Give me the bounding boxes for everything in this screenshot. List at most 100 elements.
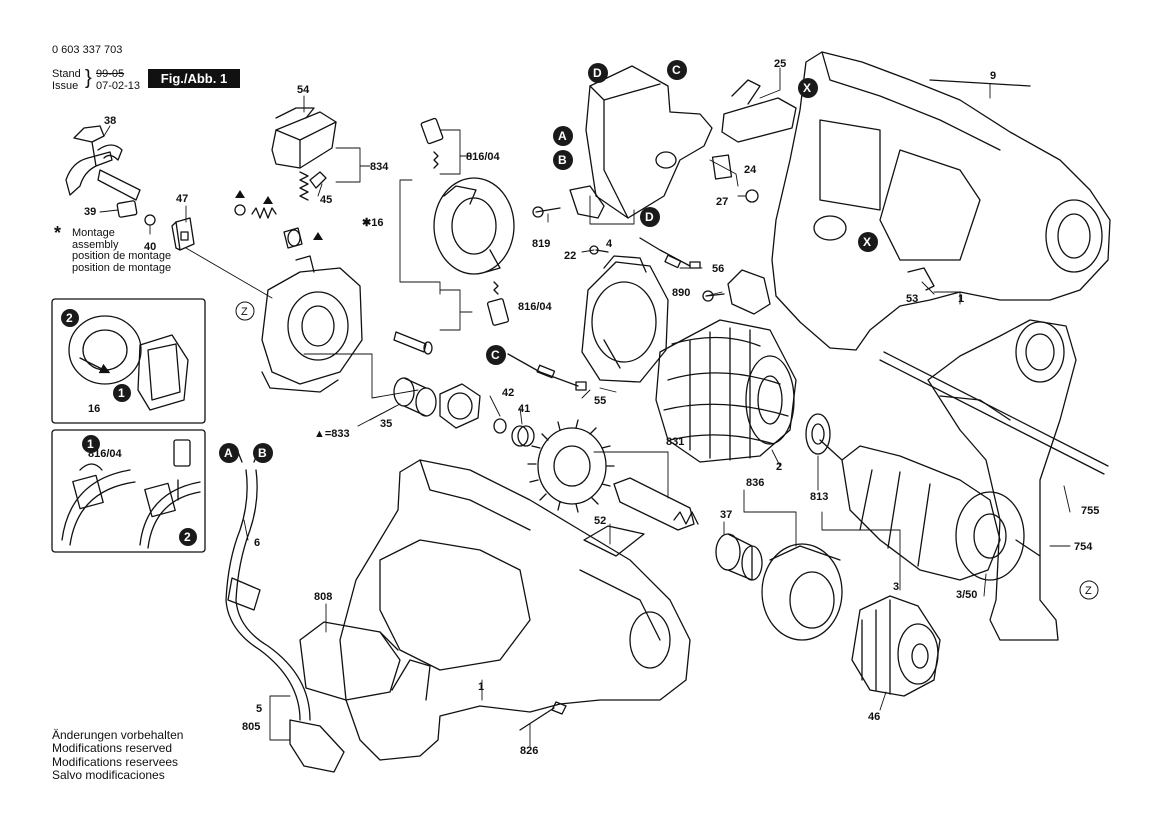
- z-ref-right: Z: [1079, 580, 1099, 600]
- callout-2-inset-bottom: 2: [179, 528, 197, 546]
- label-54: 54: [297, 84, 310, 96]
- gear-41: [527, 419, 615, 513]
- label-826: 826: [520, 745, 538, 757]
- part-number-labels: 38 39 40 47 54 834 45 816/04 ✱16 816/04 …: [84, 58, 1099, 757]
- clip-53: [907, 267, 935, 291]
- label-2: 2: [776, 461, 782, 473]
- label-808: 808: [314, 591, 332, 603]
- bolt-833: [393, 331, 433, 355]
- coupling: [439, 383, 481, 429]
- assembly-note-symbol: *: [54, 223, 62, 243]
- screw-826: [519, 701, 567, 731]
- label-755: 755: [1081, 505, 1099, 517]
- label-3-50: 3/50: [956, 589, 977, 601]
- inset-box-top: [51, 298, 206, 424]
- label-3: 3: [893, 581, 899, 593]
- callout-c-mid: C: [486, 345, 506, 365]
- label-1-bottom: 1: [478, 681, 484, 693]
- cap-54: [271, 107, 337, 169]
- part-27: [711, 154, 733, 180]
- cable-6: [225, 451, 345, 773]
- assembly-note-line: position de montage: [72, 250, 172, 263]
- brush-plate-left: [261, 255, 363, 393]
- svg-text:D: D: [593, 66, 602, 80]
- svg-text:X: X: [803, 81, 811, 95]
- issue-date: 07-02-13: [96, 80, 141, 92]
- brush-holder-16: [433, 177, 515, 275]
- stand-label: Stand: [52, 68, 81, 80]
- spring-41: [511, 425, 535, 447]
- label-831: 831: [666, 436, 684, 448]
- label-16-inset: 16: [88, 403, 100, 415]
- callout-2-inset-top: 2: [61, 309, 79, 327]
- brush-holder-right: [581, 255, 669, 383]
- label-834: 834: [370, 161, 389, 173]
- part-24: [745, 189, 759, 203]
- leader-lines: [99, 67, 1071, 747]
- label-38: 38: [104, 115, 116, 127]
- label-27: 27: [716, 196, 728, 208]
- switch-4: [532, 65, 713, 255]
- label-805: 805: [242, 721, 260, 733]
- label-16-star: ✱16: [362, 217, 383, 229]
- callout-1-inset-top: 1: [113, 384, 131, 402]
- svg-text:X: X: [863, 235, 871, 249]
- label-53: 53: [906, 293, 918, 305]
- sleeve-37: [715, 533, 763, 581]
- svg-text:B: B: [558, 153, 567, 167]
- inset-top-parts: [68, 315, 189, 411]
- label-55: 55: [594, 395, 606, 407]
- housing-shell-9: [771, 51, 1111, 351]
- note-line: Modifications reserved: [52, 741, 173, 756]
- svg-text:Z: Z: [241, 306, 248, 318]
- svg-text:A: A: [558, 129, 567, 143]
- label-39: 39: [84, 206, 96, 218]
- inset-bottom-parts: [61, 439, 201, 549]
- label-5: 5: [256, 703, 262, 715]
- svg-text:1: 1: [118, 386, 125, 400]
- label-35: 35: [380, 418, 392, 430]
- svg-text:Z: Z: [1085, 585, 1092, 597]
- label-41: 41: [518, 403, 530, 415]
- assembly-note-line: position de montage: [72, 261, 172, 274]
- brushes-816: [420, 117, 510, 326]
- issue-label: Issue: [52, 80, 79, 92]
- stand-date: 99-05: [96, 68, 125, 80]
- part-40: [144, 214, 156, 226]
- bearing-35: [393, 377, 437, 417]
- label-816-04-b: 816/04: [518, 301, 553, 313]
- callout-d-top: D: [588, 63, 608, 83]
- bracket-890: [702, 269, 771, 315]
- armature-3: [819, 439, 1041, 581]
- depth-rod-755: [879, 351, 1109, 475]
- label-56: 56: [712, 263, 724, 275]
- chuck-46: [851, 595, 941, 697]
- triangle-markers: [235, 190, 323, 240]
- doc-number: 0 603 337 703: [52, 44, 123, 56]
- svg-text:1: 1: [87, 437, 94, 451]
- callout-1-inset-bottom: 1: [82, 435, 100, 453]
- label-24: 24: [744, 164, 757, 176]
- label-47: 47: [176, 193, 188, 205]
- svg-text:C: C: [672, 63, 681, 77]
- washer-42: [493, 418, 507, 434]
- callout-c-top: C: [667, 60, 687, 80]
- z-ref-left: Z: [235, 301, 255, 321]
- capacitor-808: [299, 621, 431, 701]
- inset-box-bottom: [51, 429, 206, 553]
- label-6: 6: [254, 537, 260, 549]
- bearing-813: [805, 413, 831, 455]
- assembly-note-line: Montage: [72, 227, 115, 239]
- label-890: 890: [672, 287, 690, 299]
- letter-callouts: D C A B D C X X A B 2 1 1 2: [61, 60, 878, 546]
- label-46: 46: [868, 711, 880, 723]
- callout-d-mid: D: [640, 207, 660, 227]
- callout-x-mid: X: [858, 232, 878, 252]
- modification-notes: Änderungen vorbehalten Modifications res…: [52, 728, 183, 783]
- callout-x-top: X: [798, 78, 818, 98]
- label-836: 836: [746, 477, 764, 489]
- spring-parts: [234, 204, 303, 249]
- label-25: 25: [774, 58, 786, 70]
- label-9: 9: [990, 70, 996, 82]
